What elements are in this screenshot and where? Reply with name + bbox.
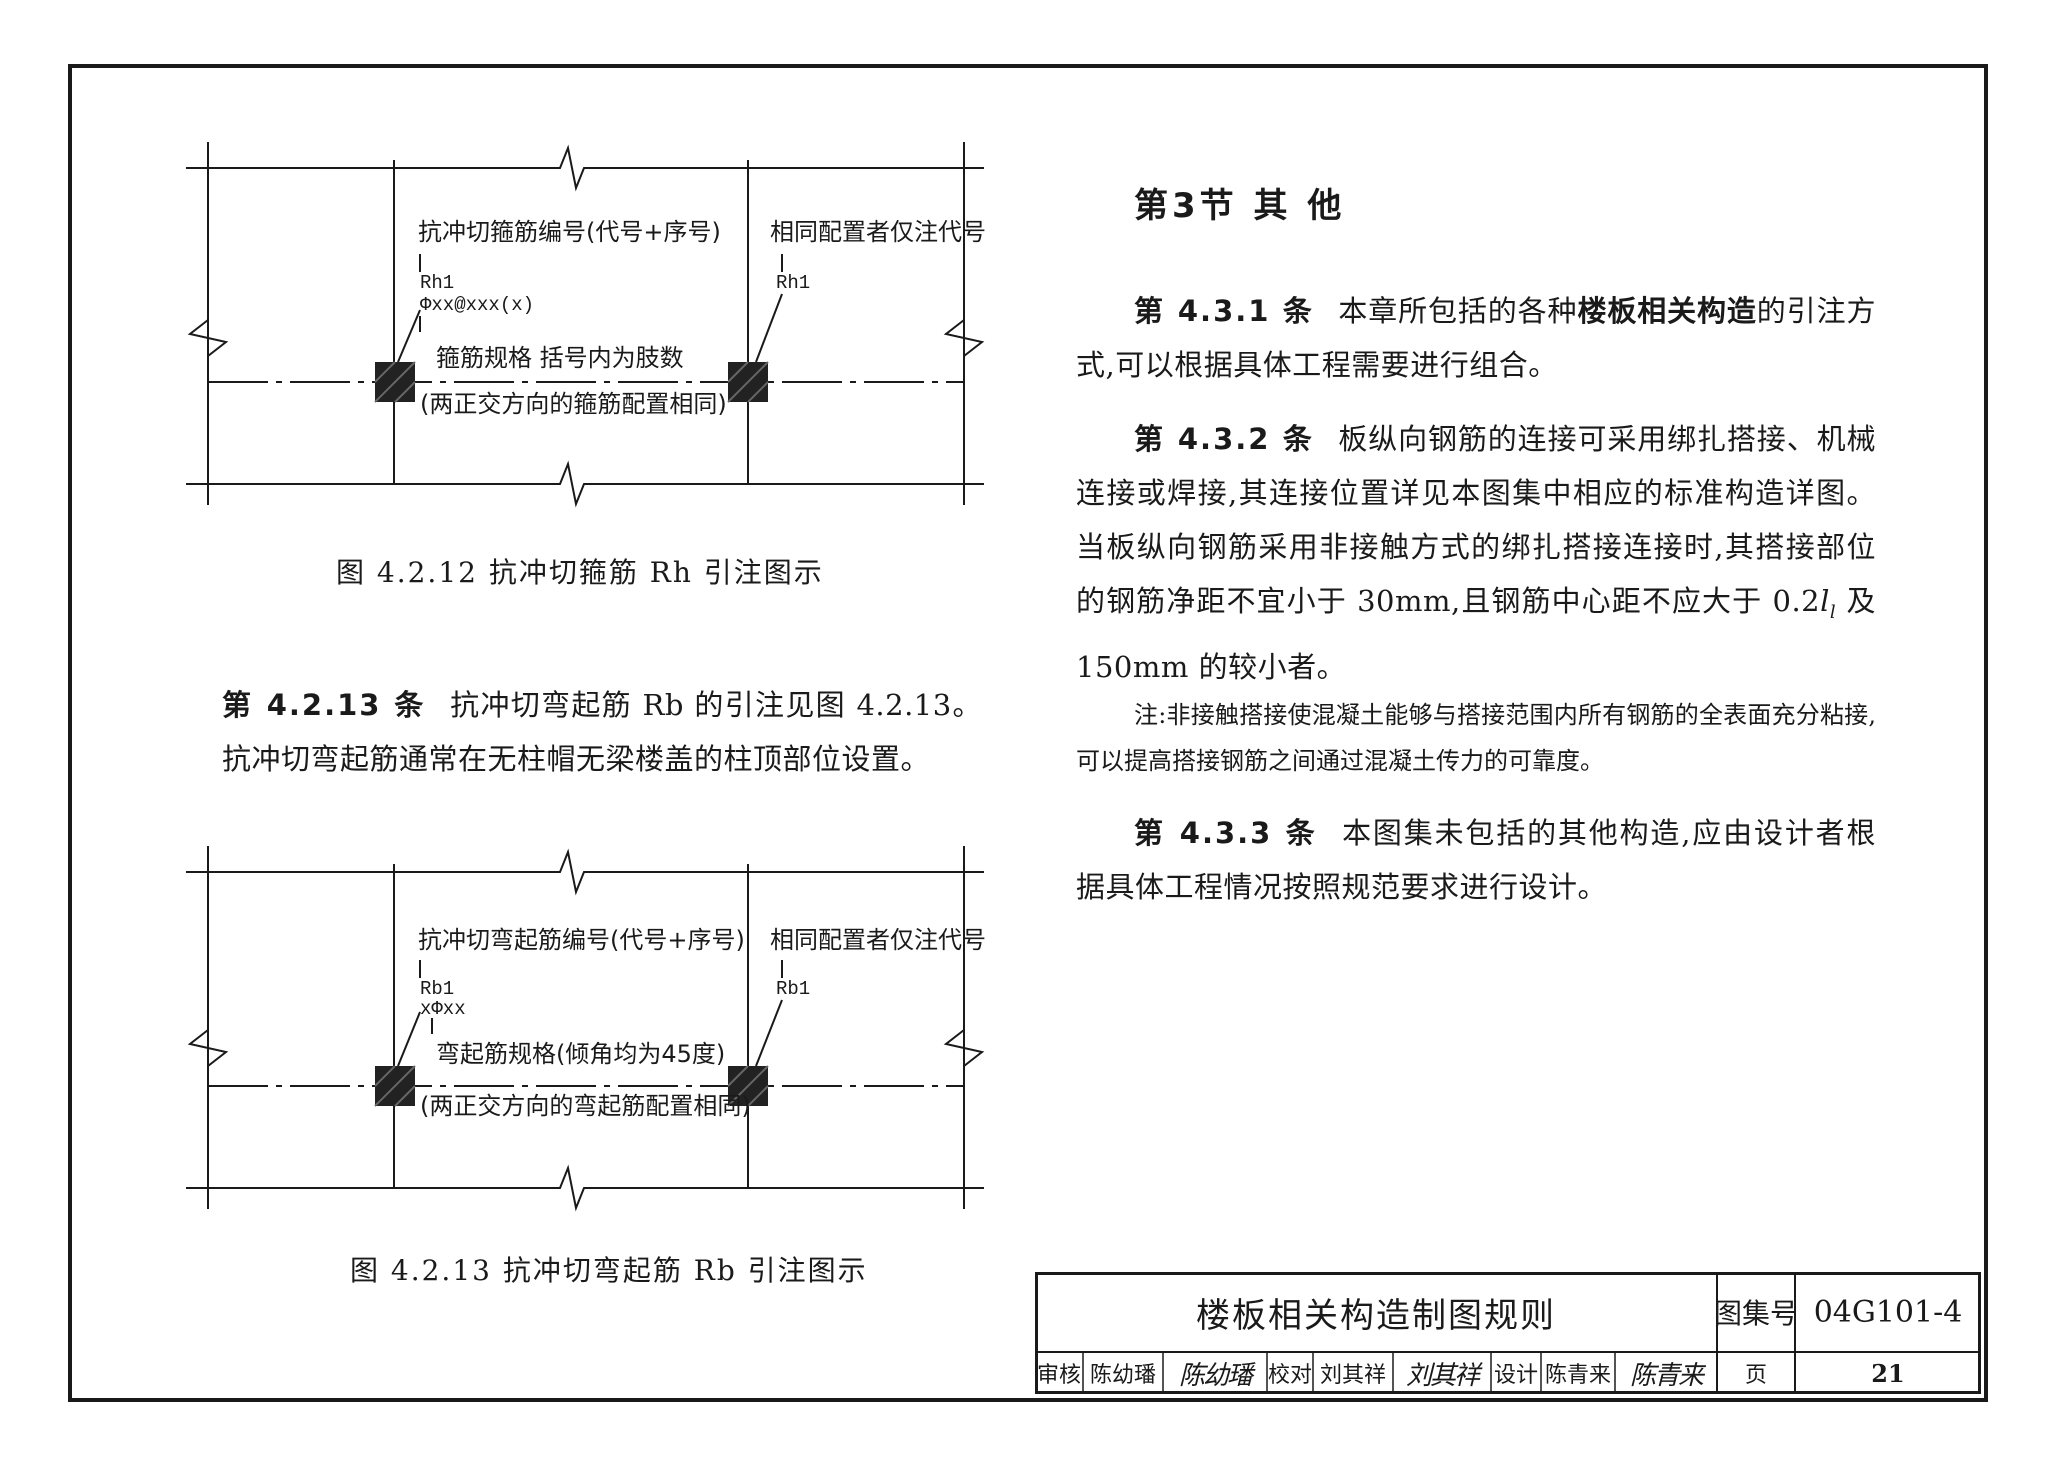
- checker-signature: 刘其祥: [1405, 1360, 1480, 1391]
- code-rh1-right: Rh1: [776, 272, 811, 294]
- column-right: [727, 1065, 769, 1107]
- clause-label: 第 4.3.2 条: [1134, 422, 1315, 456]
- left-break: [187, 319, 229, 357]
- clause-4-3-3: 第 4.3.3 条本图集未包括的其他构造,应由设计者根据具体工程情况按照规范要求…: [1076, 806, 1876, 914]
- symbol-subscript: l: [1829, 601, 1837, 623]
- drawing-title: 楼板相关构造制图规则: [1196, 1295, 1556, 1336]
- label-rh-both: (两正交方向的箍筋配置相同): [420, 390, 727, 418]
- clause-text-bold: 楼板相关构造: [1577, 294, 1757, 328]
- column-right: [727, 361, 769, 403]
- caption-figure-4-2-12: 图 4.2.12 抗冲切箍筋 Rh 引注图示: [336, 556, 824, 589]
- bottom-beam-line: [186, 460, 984, 508]
- label-rh-spec: 箍筋规格 括号内为肢数: [436, 344, 684, 372]
- leader-line-left: [397, 1011, 421, 1067]
- section-title: 第3节 其 他: [1134, 186, 1346, 226]
- symbol-l: l: [1820, 584, 1830, 618]
- page-label: 页: [1744, 1363, 1767, 1388]
- clause-label: 第 4.2.13 条: [222, 688, 427, 722]
- label-rb-number: 抗冲切弯起筋编号(代号+序号): [418, 926, 745, 954]
- note-text: 注:非接触搭接使混凝土能够与搭接范围内所有钢筋的全表面充分粘接,可以提高搭接钢筋…: [1076, 701, 1876, 775]
- title-block: 楼板相关构造制图规则 图集号 04G101-4 审核 陈幼璠 陈幼璠 校对 刘其…: [1035, 1272, 1981, 1394]
- code-rh1-left: Rh1: [420, 272, 455, 294]
- clause-text: 板纵向钢筋的连接可采用绑扎搭接、机械连接或焊接,其连接位置详见本图集中相应的标准…: [1076, 422, 1876, 618]
- leader-line-right: [755, 293, 783, 363]
- left-break: [187, 1029, 229, 1067]
- clause-text: 本图集未包括的其他构造,应由设计者根据具体工程情况按照规范要求进行设计。: [1076, 816, 1876, 904]
- design-label: 设计: [1493, 1363, 1538, 1388]
- top-beam-line: [186, 848, 984, 896]
- drawing-frame: [68, 64, 1988, 1402]
- reviewer-signature: 陈幼璠: [1178, 1360, 1253, 1391]
- figure-4-2-12: 抗冲切箍筋编号(代号+序号) 相同配置者仅注代号 Rh1 Φxx@xxx(x) …: [0, 0, 1000, 600]
- clause-label: 第 4.3.1 条: [1134, 294, 1315, 328]
- reviewer-name: 陈幼璠: [1089, 1363, 1156, 1388]
- clause-text: 抗冲切弯起筋 Rb 的引注见图 4.2.13。抗冲切弯起筋通常在无柱帽无梁楼盖的…: [222, 688, 982, 776]
- clause-label: 第 4.3.3 条: [1134, 816, 1319, 850]
- label-rh-number: 抗冲切箍筋编号(代号+序号): [418, 218, 721, 246]
- spec-rh: Φxx@xxx(x): [420, 294, 535, 316]
- code-rb1-right: Rb1: [776, 978, 811, 1000]
- designer-signature: 陈青来: [1629, 1360, 1704, 1391]
- checker-name: 刘其祥: [1319, 1363, 1386, 1388]
- clause-4-2-13: 第 4.2.13 条抗冲切弯起筋 Rb 的引注见图 4.2.13。抗冲切弯起筋通…: [222, 678, 982, 786]
- note: 注:非接触搭接使混凝土能够与搭接范围内所有钢筋的全表面充分粘接,可以提高搭接钢筋…: [1076, 692, 1876, 784]
- set-no: 04G101-4: [1813, 1294, 1963, 1330]
- label-rh-same: 相同配置者仅注代号: [770, 218, 986, 246]
- top-beam-line: [186, 144, 984, 192]
- clause-4-3-1: 第 4.3.1 条本章所包括的各种楼板相关构造的引注方式,可以根据具体工程需要进…: [1076, 284, 1876, 392]
- figure-4-2-12-drawing: [186, 142, 985, 508]
- column-left: [374, 361, 416, 403]
- label-rb-spec: 弯起筋规格(倾角均为45度): [436, 1040, 726, 1068]
- clause-text-b: 的引注方式,可以根据具体工程需要进行组合。: [1076, 294, 1876, 382]
- figure-4-2-13-drawing: [186, 846, 985, 1212]
- spec-rb: xΦxx: [420, 998, 466, 1020]
- page-number: 21: [1871, 1358, 1905, 1388]
- clause-4-3-2: 第 4.3.2 条板纵向钢筋的连接可采用绑扎搭接、机械连接或焊接,其连接位置详见…: [1076, 412, 1876, 694]
- clause-text-a: 本章所包括的各种: [1338, 294, 1578, 328]
- caption-figure-4-2-13: 图 4.2.13 抗冲切弯起筋 Rb 引注图示: [350, 1254, 868, 1287]
- right-break: [943, 319, 985, 357]
- label-rb-same: 相同配置者仅注代号: [770, 926, 986, 954]
- bottom-beam-line: [186, 1164, 984, 1212]
- label-rb-both: (两正交方向的弯起筋配置相同): [420, 1092, 751, 1120]
- check-label: 校对: [1267, 1363, 1312, 1388]
- column-left: [374, 1065, 416, 1107]
- right-break: [943, 1029, 985, 1067]
- leader-line-left: [397, 309, 421, 363]
- clause-text-end: 及 150mm 的较小者。: [1076, 584, 1876, 684]
- code-rb1-left: Rb1: [420, 978, 455, 1000]
- designer-name: 陈青来: [1544, 1363, 1611, 1388]
- title-block-grid: [1035, 1272, 1981, 1394]
- set-no-label: 图集号: [1717, 1297, 1795, 1330]
- review-label: 审核: [1036, 1363, 1081, 1388]
- figure-4-2-13: 抗冲切弯起筋编号(代号+序号) 相同配置者仅注代号 Rb1 xΦxx 弯起筋规格…: [0, 700, 1000, 1260]
- leader-line-right: [755, 999, 783, 1067]
